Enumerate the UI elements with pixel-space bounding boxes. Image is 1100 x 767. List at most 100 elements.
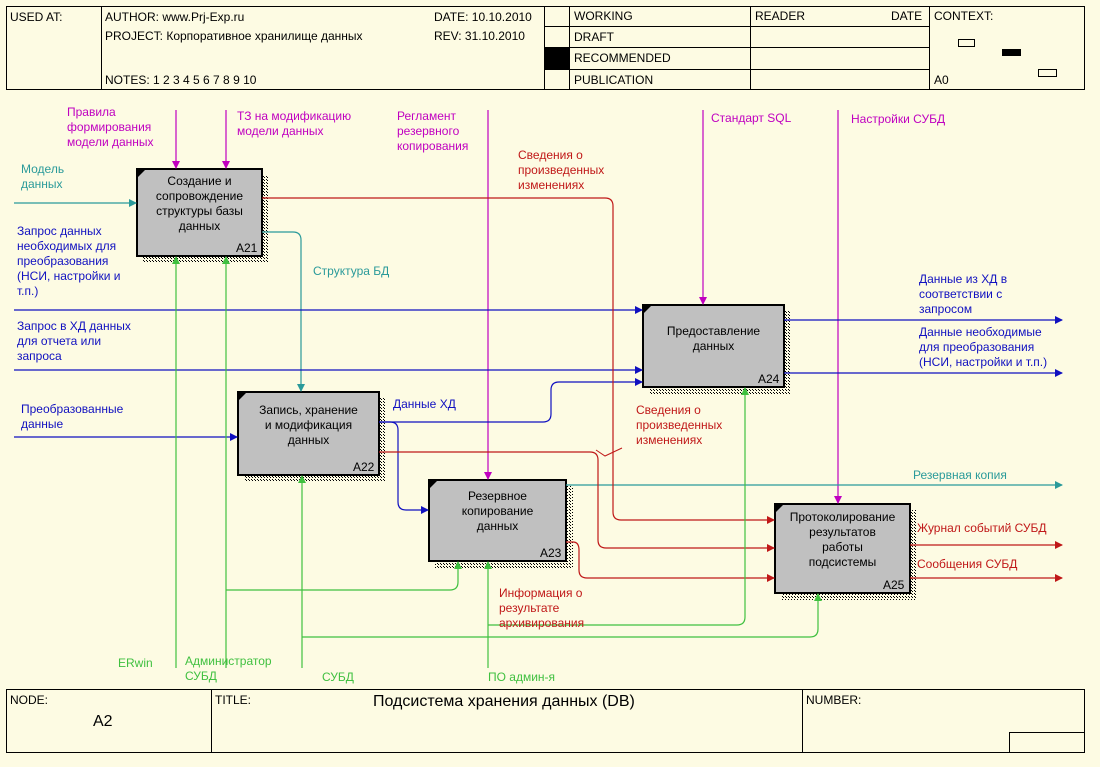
label-line: Запрос в ХД данных — [17, 319, 131, 333]
block-a22-text: Запись, хранение и модификация данных — [238, 403, 379, 448]
label-line: произведенных — [518, 163, 605, 177]
block-text-line: работы — [822, 540, 863, 554]
divider — [211, 689, 212, 753]
block-text-line: подсистемы — [808, 555, 877, 569]
label-line: Информация о — [499, 586, 583, 600]
block-text-line: и модификация — [264, 418, 353, 432]
context-box — [1038, 69, 1057, 77]
block-a22 — [237, 391, 380, 476]
date-label: DATE: 10.10.2010 — [434, 10, 532, 24]
block-text-line: Запись, хранение — [259, 403, 358, 417]
label-out-1: Данные из ХД в соответствии с запросом — [919, 272, 1007, 317]
block-a21-text: Создание и сопровождение структуры базы … — [137, 174, 262, 234]
label-dwh-data: Данные ХД — [393, 397, 456, 411]
header-frame — [6, 6, 1085, 90]
label-line: результате — [499, 601, 560, 615]
divider — [544, 26, 929, 27]
block-a25 — [774, 503, 911, 594]
divider — [544, 6, 545, 90]
label-line: данные — [21, 417, 64, 431]
context-label: CONTEXT: — [934, 9, 994, 23]
block-text-line: данных — [476, 519, 519, 533]
label-erwin: ERwin — [118, 656, 153, 670]
block-text-line: данных — [178, 219, 221, 233]
project-label: PROJECT: Корпоративное хранилище данных — [105, 29, 363, 43]
blue-arrows — [14, 306, 1063, 514]
label-line: преобразования — [17, 254, 109, 268]
label-line: модели данных — [237, 124, 324, 138]
status-working: WORKING — [574, 9, 633, 23]
divider — [929, 6, 930, 90]
block-text-line: Создание и — [167, 174, 232, 188]
page-box — [1009, 732, 1085, 753]
author-label: AUTHOR: www.Prj-Exp.ru — [105, 10, 245, 24]
red-arrows — [262, 197, 1063, 582]
notes-label: NOTES: 1 2 3 4 5 6 7 8 9 10 — [105, 73, 257, 87]
label-line: запросом — [919, 302, 973, 316]
label-dbms: СУБД — [322, 670, 354, 684]
label-journal: Журнал событий СУБД — [917, 521, 1047, 535]
block-a22-id: A22 — [353, 460, 375, 474]
label-line: Сведения о — [636, 403, 701, 417]
label-out-2: Данные необходимые для преобразования (Н… — [919, 325, 1047, 370]
label-line: Модель — [21, 162, 65, 176]
label-line: для преобразования — [919, 340, 1035, 354]
number-label: NUMBER: — [806, 693, 862, 707]
label-line: модели данных — [67, 135, 154, 149]
block-text-line: Резервное — [468, 489, 527, 503]
block-text-line: Протоколирование — [789, 510, 896, 524]
label-line: произведенных — [636, 418, 723, 432]
label-rules: Правила формирования модели данных — [67, 105, 154, 150]
divider — [569, 6, 570, 90]
label-line: архивирования — [499, 616, 585, 630]
teal-arrows — [14, 199, 1063, 489]
block-a23 — [428, 479, 567, 562]
recommended-mark — [545, 48, 569, 69]
label-line: данных — [21, 177, 63, 191]
block-a24-text: Предоставление данных — [643, 324, 784, 354]
label-line: необходимых для — [17, 239, 117, 253]
label-line: изменениях — [518, 178, 585, 192]
block-text-line: данных — [692, 339, 735, 353]
block-a24-id: A24 — [758, 372, 780, 386]
divider — [101, 6, 102, 90]
label-line: ТЗ на модификацию — [237, 109, 352, 123]
label-line: резервного — [397, 124, 460, 138]
status-draft: DRAFT — [574, 30, 614, 44]
label-dbms-settings: Настройки СУБД — [851, 112, 946, 126]
mechanism-arrows — [172, 256, 822, 668]
reader-date-label: DATE — [891, 9, 923, 23]
block-a21 — [136, 168, 263, 257]
label-model: Модель данных — [21, 162, 64, 192]
block-a25-text: Протоколирование результатов работы подс… — [775, 510, 910, 570]
label-line: Преобразованные — [21, 402, 124, 416]
footer-frame — [6, 689, 1085, 753]
reader-label: READER — [755, 9, 806, 23]
used-at-label: USED AT: — [10, 10, 63, 24]
label-admin-sw: ПО админ-я — [488, 670, 556, 684]
status-publication: PUBLICATION — [574, 73, 654, 87]
label-messages: Сообщения СУБД — [917, 557, 1018, 571]
control-arrows — [172, 110, 842, 504]
label-request-1: Запрос данных необходимых для преобразов… — [17, 224, 120, 299]
label-line: Администратор — [185, 654, 272, 668]
divider — [750, 6, 751, 90]
label-archive-info: Информация о результате архивирования — [499, 586, 584, 631]
context-box-current — [1002, 49, 1021, 56]
label-line: т.п.) — [17, 284, 39, 298]
block-text-line: данных — [287, 433, 330, 447]
label-line: Данные необходимые — [919, 325, 1042, 339]
label-changes-1: Сведения о произведенных изменениях — [518, 148, 604, 193]
label-line: Правила — [67, 105, 116, 119]
label-line: СУБД — [185, 669, 217, 683]
label-reglament: Регламент резервного копирования — [397, 109, 468, 154]
divider — [544, 69, 929, 70]
label-converted: Преобразованные данные — [21, 402, 123, 432]
context-box — [958, 39, 975, 47]
label-line: запроса — [17, 349, 62, 363]
block-text-line: структуры базы — [156, 204, 243, 218]
title-label: TITLE: — [215, 693, 252, 707]
label-line: для отчета или — [17, 334, 102, 348]
label-request-2: Запрос в ХД данных для отчета или запрос… — [17, 319, 131, 364]
